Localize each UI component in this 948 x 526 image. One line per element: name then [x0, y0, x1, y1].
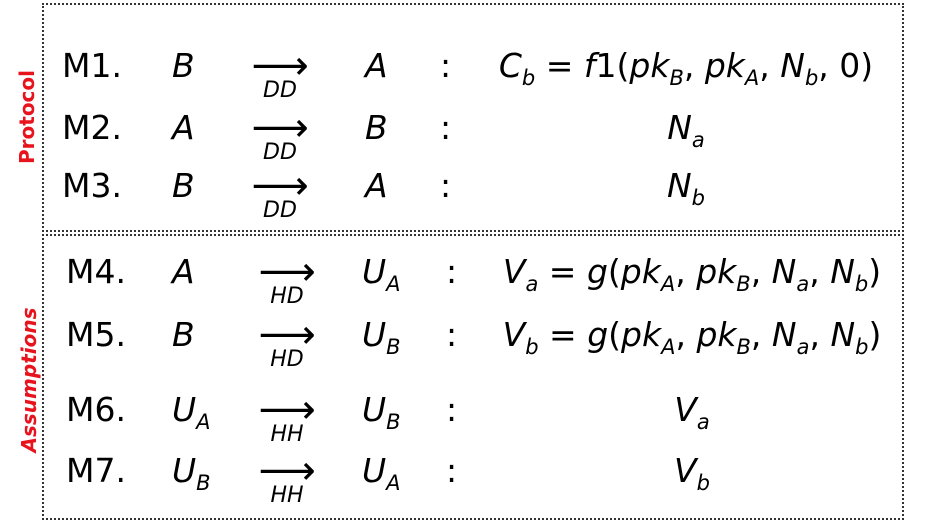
separator-colon: :	[440, 108, 452, 147]
channel-arrow: ⟶DD	[245, 161, 315, 231]
channel-arrow: ⟶HH	[252, 446, 322, 516]
receiver: UB	[362, 390, 401, 434]
receiver: UB	[362, 315, 401, 359]
message-id: M6.	[66, 390, 126, 429]
message-id: M1.	[62, 46, 122, 85]
separator-colon: :	[446, 390, 458, 429]
message-id: M7.	[66, 451, 126, 490]
message-content: Vb = g(pkA, pkB, Na, Nb)	[502, 315, 882, 359]
sender: B	[172, 315, 195, 354]
separator-colon: :	[440, 166, 452, 205]
channel-label: HD	[270, 347, 304, 372]
right-arrow-icon: ⟶	[258, 312, 316, 358]
channel-label: HD	[270, 284, 304, 309]
separator-colon: :	[440, 46, 452, 85]
message-content: Na	[667, 108, 705, 152]
channel-label: DD	[263, 78, 297, 103]
channel-label: HH	[270, 422, 304, 447]
right-arrow-icon: ⟶	[251, 163, 309, 209]
separator-colon: :	[446, 252, 458, 291]
message-row: M1. B ⟶DD A: Cb = f1(pkB, pkA, Nb, 0)	[0, 41, 948, 103]
sender: A	[172, 108, 195, 147]
message-row: M4. A ⟶HD UA: Va = g(pkA, pkB, Na, Nb)	[0, 247, 948, 309]
sender: UA	[172, 390, 211, 434]
sender: B	[172, 46, 195, 85]
channel-label: DD	[263, 198, 297, 223]
channel-arrow: ⟶HD	[252, 310, 322, 380]
message-id: M3.	[62, 166, 122, 205]
message-id: M2.	[62, 108, 122, 147]
separator-colon: :	[446, 451, 458, 490]
message-content: Vb	[674, 451, 710, 495]
receiver: UA	[362, 252, 401, 296]
right-arrow-icon: ⟶	[258, 387, 316, 433]
sender: UB	[172, 451, 211, 495]
message-content: Cb = f1(pkB, pkA, Nb, 0)	[498, 46, 874, 90]
message-row: M2. A ⟶DD B: Na	[0, 103, 948, 165]
assumptions-section-box	[42, 234, 904, 520]
separator-colon: :	[446, 315, 458, 354]
receiver: UA	[362, 451, 401, 495]
sender: A	[172, 252, 195, 291]
right-arrow-icon: ⟶	[251, 43, 309, 89]
message-row: M5. B ⟶HD UB: Vb = g(pkA, pkB, Na, Nb)	[0, 310, 948, 372]
channel-arrow: ⟶HD	[252, 247, 322, 317]
right-arrow-icon: ⟶	[258, 448, 316, 494]
message-content: Va = g(pkA, pkB, Na, Nb)	[502, 252, 882, 296]
message-row: M6. UA ⟶HH UB: Va	[0, 385, 948, 447]
message-row: M7. UB ⟶HH UA: Vb	[0, 446, 948, 508]
message-content: Va	[674, 390, 710, 434]
channel-label: HH	[270, 483, 304, 508]
right-arrow-icon: ⟶	[251, 105, 309, 151]
protocol-section-box	[42, 3, 904, 232]
channel-arrow: ⟶DD	[245, 41, 315, 111]
receiver: A	[365, 46, 388, 85]
sender: B	[172, 166, 195, 205]
message-id: M5.	[66, 315, 126, 354]
message-content: Nb	[666, 166, 706, 210]
channel-arrow: ⟶HH	[252, 385, 322, 455]
receiver: B	[365, 108, 388, 147]
right-arrow-icon: ⟶	[258, 249, 316, 295]
channel-arrow: ⟶DD	[245, 103, 315, 173]
message-id: M4.	[66, 252, 126, 291]
receiver: A	[365, 166, 388, 205]
message-row: M3. B ⟶DD A: Nb	[0, 161, 948, 223]
channel-label: DD	[263, 140, 297, 165]
